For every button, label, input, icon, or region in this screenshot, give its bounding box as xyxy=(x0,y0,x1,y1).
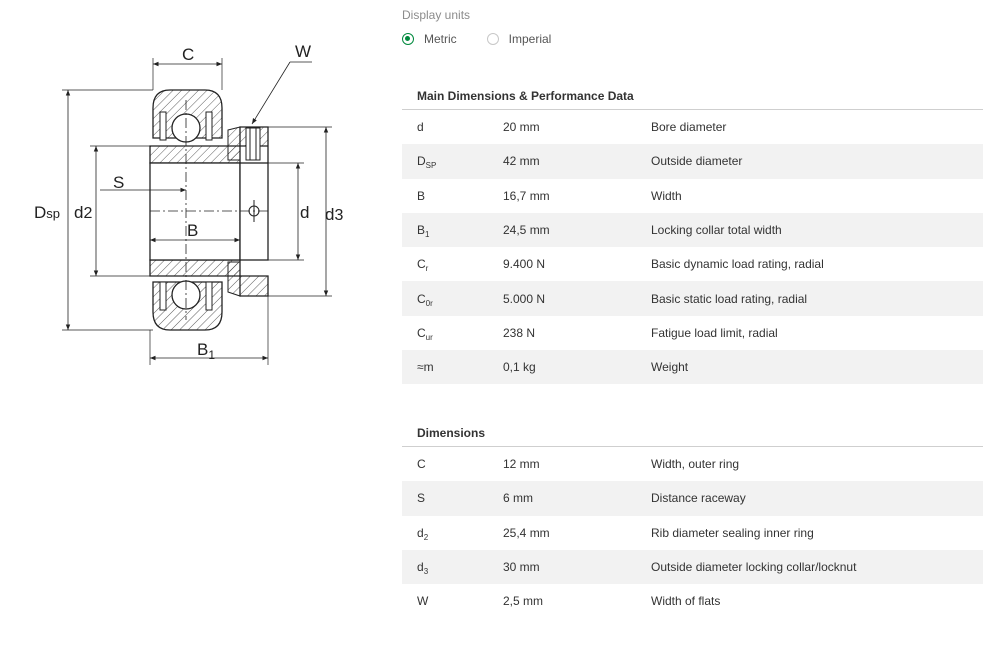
dimensions-title: Dimensions xyxy=(402,420,983,447)
row-symbol-main: S xyxy=(417,491,426,506)
row-symbol-main: D xyxy=(417,154,426,169)
row-symbol-main: C xyxy=(417,325,426,340)
label-b1: B1 xyxy=(197,340,215,362)
metric-option[interactable]: Metric xyxy=(402,32,457,46)
row-symbol: S xyxy=(402,491,503,505)
row-symbol: DSP xyxy=(402,154,503,171)
row-description: Width, outer ring xyxy=(651,457,740,472)
label-b: B xyxy=(187,221,198,240)
row-value: 0,1 kg xyxy=(503,360,536,375)
main-dimensions-section: Main Dimensions & Performance Data d 20 m… xyxy=(402,83,983,385)
main-dimensions-title: Main Dimensions & Performance Data xyxy=(402,83,983,110)
table-row: C 12 mm Width, outer ring xyxy=(402,447,983,481)
row-description: Basic static load rating, radial xyxy=(651,291,808,306)
row-description: Bore diameter xyxy=(651,120,727,135)
row-symbol-main: ≈m xyxy=(417,360,434,375)
imperial-radio[interactable] xyxy=(486,33,499,45)
metric-radio[interactable] xyxy=(402,33,414,45)
row-symbol-sub: 0r xyxy=(425,298,433,308)
table-row: B 16,7 mm Width xyxy=(402,179,983,213)
row-description: Fatigue load limit, radial xyxy=(651,325,778,340)
display-units: Display units Metric Imperial xyxy=(402,8,581,46)
row-description: Locking collar total width xyxy=(651,223,782,238)
row-symbol: d2 xyxy=(402,525,503,542)
row-symbol-main: d xyxy=(417,120,424,135)
bearing-drawing: C W S B B1 Dsp d2 d d3 xyxy=(34,42,343,365)
row-description: Basic dynamic load rating, radial xyxy=(651,257,824,272)
row-symbol-main: B xyxy=(417,188,426,203)
row-symbol: Cur xyxy=(402,325,503,342)
row-symbol-main: C xyxy=(417,457,426,472)
row-value: 16,7 mm xyxy=(503,188,550,203)
row-symbol-sub: SP xyxy=(425,161,437,171)
row-symbol-sub: 1 xyxy=(425,230,430,240)
row-value: 25,4 mm xyxy=(503,525,550,540)
row-symbol: d3 xyxy=(402,560,503,577)
row-value: 24,5 mm xyxy=(503,223,550,238)
label-c: C xyxy=(182,45,194,64)
row-symbol-sub: ur xyxy=(425,332,433,342)
row-value: 5.000 N xyxy=(503,291,546,306)
row-symbol: C xyxy=(402,457,503,471)
row-description: Weight xyxy=(651,360,689,375)
units-radio-group: Metric Imperial xyxy=(402,32,581,46)
row-value: 30 mm xyxy=(503,560,540,575)
row-symbol-main: d xyxy=(417,560,424,575)
row-symbol: C0r xyxy=(402,291,503,308)
row-value: 12 mm xyxy=(503,457,540,472)
row-value: 238 N xyxy=(503,325,536,340)
row-symbol: W xyxy=(402,594,503,608)
label-w: W xyxy=(295,42,311,61)
row-symbol: ≈m xyxy=(402,360,503,374)
row-symbol: d xyxy=(402,120,503,134)
row-description: Width of flats xyxy=(651,594,721,609)
row-symbol-main: d xyxy=(417,525,424,540)
row-symbol-sub: 2 xyxy=(423,532,429,542)
row-value: 20 mm xyxy=(503,120,540,135)
row-description: Outside diameter xyxy=(651,154,743,169)
row-symbol: B xyxy=(402,189,503,203)
display-units-title: Display units xyxy=(402,8,471,22)
row-value: 42 mm xyxy=(503,154,540,169)
row-description: Width xyxy=(651,188,682,203)
table-row: W 2,5 mm Width of flats xyxy=(402,584,983,618)
row-description: Outside diameter locking collar/locknut xyxy=(651,560,857,575)
label-d: d xyxy=(300,203,309,222)
row-value: 6 mm xyxy=(503,491,533,506)
row-symbol-sub: 3 xyxy=(423,567,429,577)
row-symbol-sub: r xyxy=(425,264,429,274)
row-value: 9.400 N xyxy=(503,257,546,272)
label-dsp: Dsp xyxy=(34,203,60,222)
label-s: S xyxy=(113,173,124,192)
table-row: S 6 mm Distance raceway xyxy=(402,481,983,516)
row-symbol: Cr xyxy=(402,257,503,274)
row-symbol-main: W xyxy=(417,594,429,609)
row-value: 2,5 mm xyxy=(503,594,544,609)
imperial-option[interactable]: Imperial xyxy=(486,32,552,46)
row-symbol-main: B xyxy=(417,223,426,238)
table-row: d 20 mm Bore diameter xyxy=(402,110,983,144)
row-description: Distance raceway xyxy=(651,491,746,506)
row-symbol: B1 xyxy=(402,223,503,240)
table-row: ≈m 0,1 kg Weight xyxy=(402,350,983,385)
row-description: Rib diameter sealing inner ring xyxy=(651,525,814,540)
label-d3: d3 xyxy=(325,205,343,224)
row-symbol-main: C xyxy=(417,291,426,306)
metric-label: Metric xyxy=(424,32,457,46)
row-symbol-main: C xyxy=(417,257,426,272)
imperial-label: Imperial xyxy=(508,32,552,46)
label-d2: d2 xyxy=(74,203,92,222)
